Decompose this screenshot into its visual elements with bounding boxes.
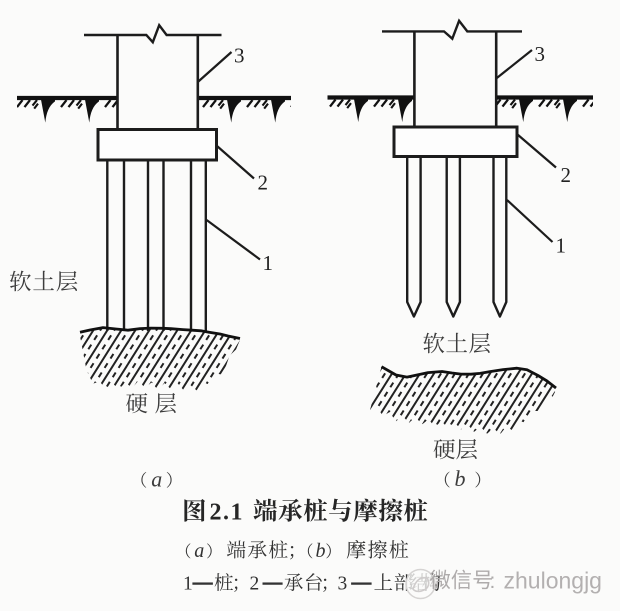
svg-text:1: 1 [556, 234, 567, 258]
svg-text:3: 3 [338, 574, 348, 595]
svg-text:3: 3 [234, 44, 245, 68]
svg-text:1: 1 [183, 574, 193, 595]
svg-text:zhulongjg: zhulongjg [504, 568, 602, 594]
svg-text:a: a [151, 466, 162, 491]
svg-text:2.1: 2.1 [210, 500, 245, 526]
svg-text:3: 3 [535, 42, 546, 66]
svg-text:1: 1 [263, 251, 274, 275]
svg-text:a: a [194, 540, 204, 562]
svg-text::: : [490, 570, 496, 593]
svg-text:b: b [316, 540, 326, 562]
svg-text:2: 2 [561, 163, 572, 187]
svg-text:2: 2 [250, 574, 260, 595]
svg-text:2: 2 [258, 171, 269, 195]
svg-text:b: b [455, 466, 466, 491]
